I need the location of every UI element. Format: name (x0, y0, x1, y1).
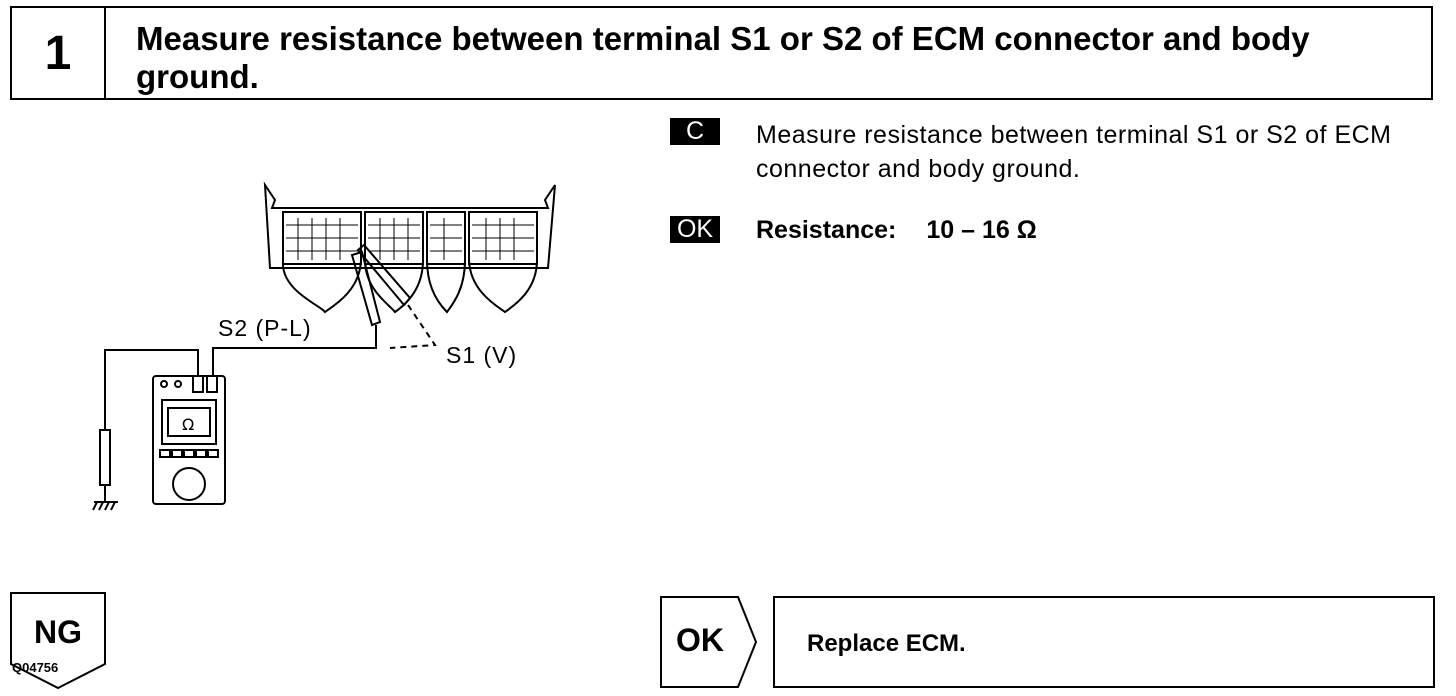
condition-badge: C (670, 117, 720, 145)
ok-action-text: Replace ECM. (807, 630, 966, 657)
probe-s1 (356, 243, 412, 307)
meter-ohm-symbol: Ω (182, 415, 194, 434)
ecm-wiring-illustration: Ω (92, 181, 556, 511)
ok-flag-shape (660, 596, 758, 688)
step-header: 1 Measure resistance between terminal S1… (10, 6, 1433, 100)
instruction-row: C Measure resistance between terminal S1… (670, 117, 1450, 188)
connector-block-2 (364, 211, 424, 265)
ok-outcome: OK (660, 596, 760, 688)
s2-wire-label: S2 (P-L) (218, 315, 312, 341)
ok-badge: OK (670, 215, 720, 243)
step-title: Measure resistance between terminal S1 o… (136, 20, 1310, 95)
instruction-text: Measure resistance between terminal S1 o… (756, 121, 1392, 183)
ng-label: NG (34, 614, 82, 650)
connector-block-4 (468, 211, 538, 265)
specification-text: Resistance: 10 – 16 Ω (756, 216, 1037, 245)
connector-block-3 (426, 211, 466, 265)
lead-ground (104, 349, 199, 430)
step-number: 1 (12, 8, 106, 98)
harness-1 (281, 259, 362, 314)
ok-action-box: Replace ECM. (773, 596, 1435, 688)
s1-wire-label: S1 (V) (446, 342, 518, 368)
connector-block-1 (282, 211, 362, 265)
ohmmeter (152, 375, 226, 505)
ecm-housing (263, 181, 556, 269)
harness-3 (426, 259, 466, 314)
specification-row: OK Resistance: 10 – 16 Ω (670, 215, 1450, 250)
spec-label: Resistance: (756, 216, 897, 244)
lead-s2 (212, 325, 377, 376)
probe-s2 (350, 250, 382, 327)
harness-4 (468, 259, 538, 314)
spec-value: 10 – 16 Ω (926, 216, 1037, 244)
lead-s1 (389, 304, 437, 349)
ng-flag-shape (10, 592, 106, 690)
ng-outcome: NG (10, 592, 110, 690)
ok-label: OK (676, 622, 724, 658)
ground-probe (92, 429, 118, 511)
measurement-diagram: Ω S2 (P-L) S1 (V) Q04756 (0, 100, 660, 675)
